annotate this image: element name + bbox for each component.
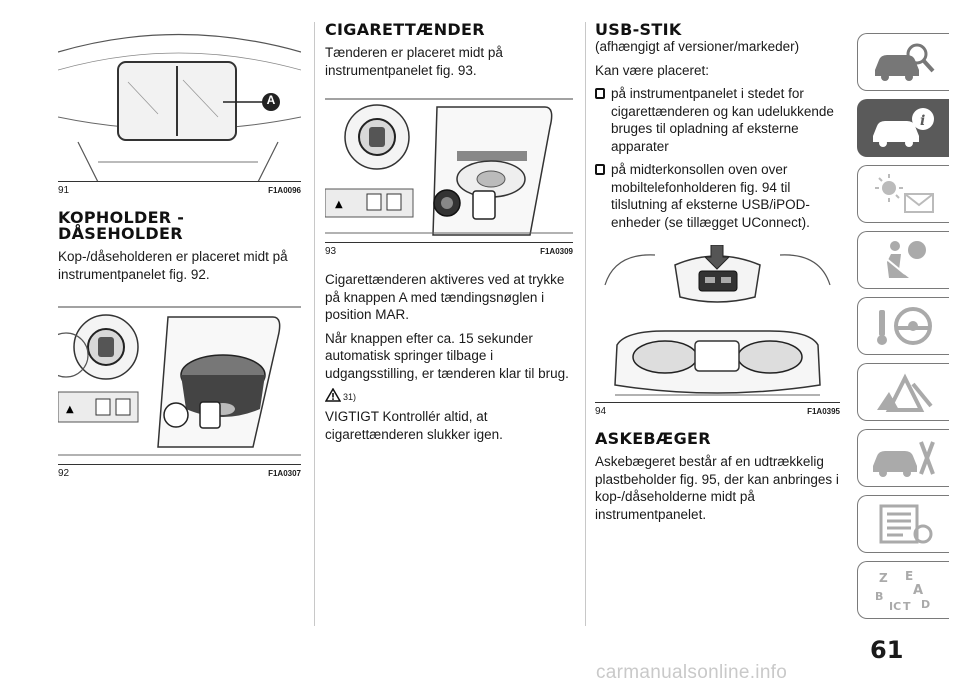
warning-reference: 31) — [325, 388, 573, 402]
tab-emergency[interactable] — [857, 363, 949, 421]
usb-intro: Kan være placeret: — [595, 62, 710, 78]
tab-steering-key[interactable] — [857, 297, 949, 355]
ashtray-heading: ASKEBÆGER — [595, 429, 711, 448]
page-number: 61 — [870, 636, 904, 664]
tab-car-info[interactable]: i — [857, 99, 949, 157]
checkbox-bullet-icon — [595, 88, 605, 99]
alphabetical-index-icon: Z E A B IC T D — [875, 569, 930, 612]
watermark: carmanualsonline.info — [596, 662, 788, 683]
tab-specifications[interactable] — [857, 495, 949, 553]
figure-94-code: F1A0395 — [807, 407, 840, 416]
lighter-text-2: Cigarettænderen aktiveres ved at trykke … — [325, 272, 565, 322]
figure-92: ▲ — [58, 297, 301, 465]
lighter-text-3: Når knappen efter ca. 15 sekunder automa… — [325, 330, 569, 381]
chapter-tabs: i — [857, 33, 949, 627]
tab-airbag-seat[interactable] — [857, 231, 949, 289]
figure-93-code: F1A0309 — [540, 247, 573, 256]
figure-92-caption: 92 F1A0307 — [58, 468, 301, 479]
steering-key-icon — [876, 307, 932, 345]
warning-lights-icon — [874, 174, 934, 213]
cupholder-illustration: ▲ — [58, 306, 301, 456]
figure-91-code: F1A0096 — [268, 186, 301, 195]
airbag-seat-icon — [881, 241, 926, 278]
column-divider-2 — [585, 22, 586, 626]
figure-91-number: 91 — [58, 185, 70, 196]
usb-heading: USB-STIK — [595, 20, 682, 39]
list-item: på instrumentpanelet i stedet for cigare… — [595, 85, 840, 155]
svg-text:E: E — [905, 569, 913, 583]
figure-93-caption: 93 F1A0309 — [325, 246, 573, 257]
marker-a: A — [266, 93, 276, 107]
figure-92-code: F1A0307 — [268, 469, 301, 478]
rear-window-illustration — [58, 33, 301, 181]
list-item: på midterkonsollen oven over mobiltelefo… — [595, 161, 840, 231]
figure-94 — [595, 245, 840, 403]
svg-text:T: T — [903, 600, 911, 612]
car-info-icon: i — [872, 108, 934, 147]
warning-ref-number: 31) — [343, 392, 357, 402]
figure-91-caption: 91 F1A0096 — [58, 185, 301, 196]
lighter-text-4: VIGTIGT Kontrollér altid, at cigarettænd… — [325, 409, 503, 442]
column-1: A 91 F1A0096 KOPHOLDER - DÅSEHOLDER Kop-… — [58, 22, 301, 483]
svg-text:▲: ▲ — [335, 199, 343, 210]
figure-93: ▲ — [325, 93, 573, 243]
svg-text:D: D — [921, 598, 930, 611]
svg-text:B: B — [875, 590, 883, 603]
cigarette-lighter-illustration: ▲ — [325, 98, 573, 236]
specifications-list-icon — [879, 504, 932, 544]
usb-location-list: på instrumentpanelet i stedet for cigare… — [595, 85, 840, 231]
svg-text:▲: ▲ — [66, 404, 74, 415]
usb-subtitle: (afhængigt af versioner/markeder) — [595, 39, 800, 54]
tab-car-service[interactable] — [857, 429, 949, 487]
figure-92-number: 92 — [58, 468, 70, 479]
emergency-triangle-icon — [876, 373, 933, 412]
figure-94-caption: 94 F1A0395 — [595, 406, 840, 417]
checkbox-bullet-icon — [595, 164, 605, 175]
tab-warning-lights[interactable] — [857, 165, 949, 223]
column-2: CIGARETTÆNDER Tænderen er placeret midt … — [325, 22, 573, 443]
figure-91: A — [58, 22, 301, 182]
column-3: USB-STIK (afhængigt af versioner/markede… — [595, 22, 840, 523]
figure-94-number: 94 — [595, 406, 607, 417]
lighter-text-1: Tænderen er placeret midt på instrumentp… — [325, 45, 503, 78]
car-search-icon — [874, 43, 934, 81]
lighter-heading: CIGARETTÆNDER — [325, 20, 485, 39]
tab-car-search[interactable] — [857, 33, 949, 91]
figure-93-number: 93 — [325, 246, 337, 257]
svg-text:Z: Z — [879, 571, 888, 585]
warning-triangle-icon — [325, 388, 341, 402]
cupholder-heading: KOPHOLDER - DÅSEHOLDER — [58, 208, 185, 243]
column-divider-1 — [314, 22, 315, 626]
ashtray-text: Askebægeret består af en udtrækkelig pla… — [595, 454, 839, 522]
svg-text:A: A — [913, 583, 923, 598]
svg-text:IC: IC — [889, 600, 901, 612]
tab-alphabetical-index[interactable]: Z E A B IC T D — [857, 561, 949, 619]
car-service-icon — [872, 441, 935, 477]
usb-console-illustration — [604, 245, 831, 396]
svg-text:i: i — [920, 113, 925, 129]
cupholder-text: Kop-/dåseholderen er placeret midt på in… — [58, 249, 288, 282]
